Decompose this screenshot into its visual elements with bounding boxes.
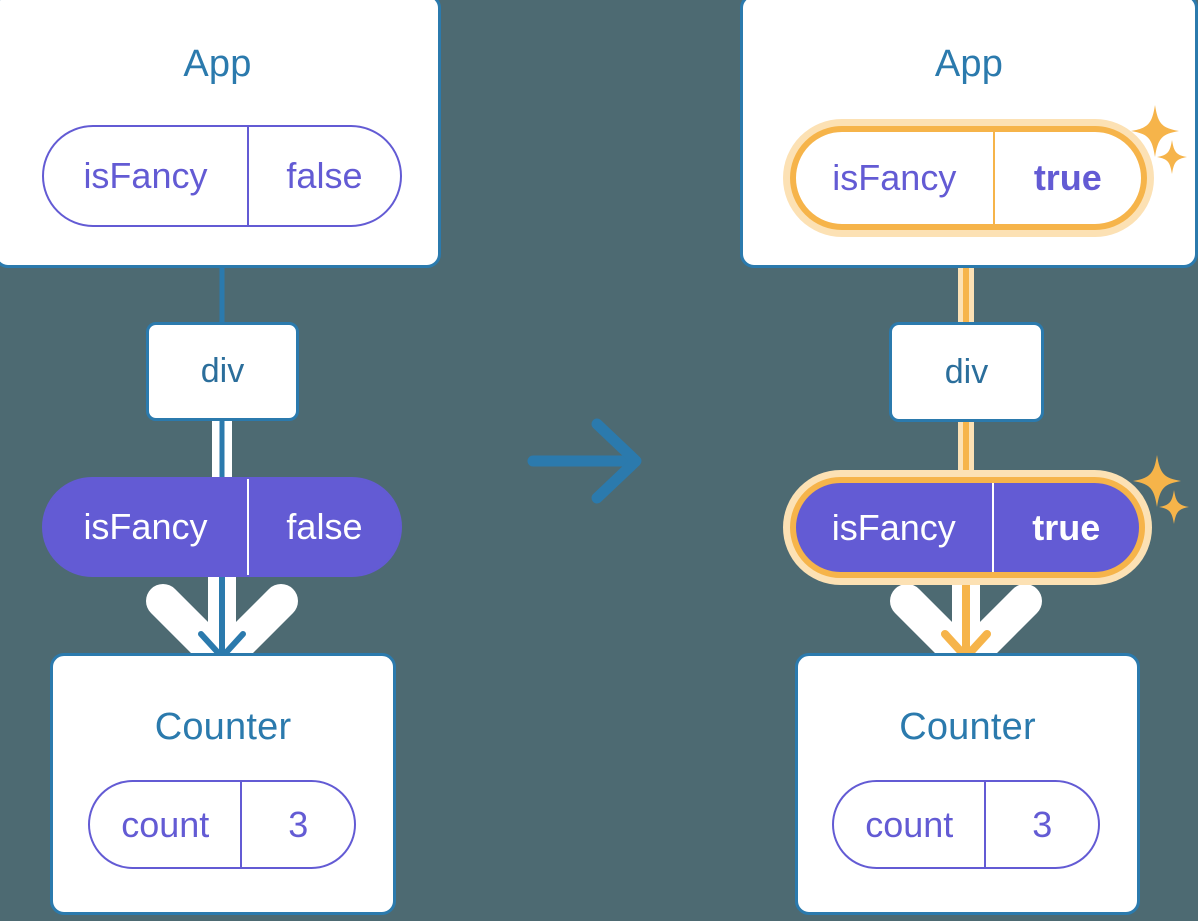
app-card-title-before: App <box>183 43 252 85</box>
app-state-pill-before: isFancy false <box>42 125 402 227</box>
div-node-before: div <box>146 322 299 421</box>
app-card-title-after: App <box>934 43 1004 85</box>
prop-pill-name-after: isFancy <box>831 506 956 548</box>
app-state-pill-value-after: true <box>992 132 1141 224</box>
counter-state-pill-value-before: 3 <box>240 782 354 867</box>
sparkle-large-icon-prop <box>1133 455 1181 507</box>
counter-state-pill-after: count 3 <box>832 780 1100 869</box>
sparkle-small-icon-app <box>1157 140 1187 174</box>
prop-pill-name-before: isFancy <box>83 506 208 547</box>
counter-card-title-after: Counter <box>899 706 1036 748</box>
prop-pill-after: isFancy true <box>790 477 1145 578</box>
div-node-label-before: div <box>200 352 245 390</box>
app-state-pill-value-before: false <box>246 127 400 225</box>
sparkle-large-icon-app <box>1131 105 1179 157</box>
prop-pill-value-before: false <box>246 479 400 575</box>
app-state-pill-name-after: isFancy <box>832 157 957 198</box>
div-node-after: div <box>889 322 1044 422</box>
sparkle-small-icon-prop <box>1159 490 1189 524</box>
counter-state-pill-name-after: count <box>865 803 954 845</box>
prop-pill-before: isFancy false <box>42 477 402 577</box>
counter-state-pill-value-after: 3 <box>984 782 1098 867</box>
counter-state-pill-name-before: count <box>121 803 210 845</box>
prop-pill-value-after: true <box>991 483 1140 572</box>
app-state-pill-after: isFancy true <box>790 126 1147 230</box>
app-state-pill-name-before: isFancy <box>83 155 208 196</box>
counter-state-pill-before: count 3 <box>88 780 356 869</box>
counter-card-title-before: Counter <box>154 706 292 748</box>
transition-arrow-icon <box>527 418 642 504</box>
div-node-label-after: div <box>944 352 989 391</box>
